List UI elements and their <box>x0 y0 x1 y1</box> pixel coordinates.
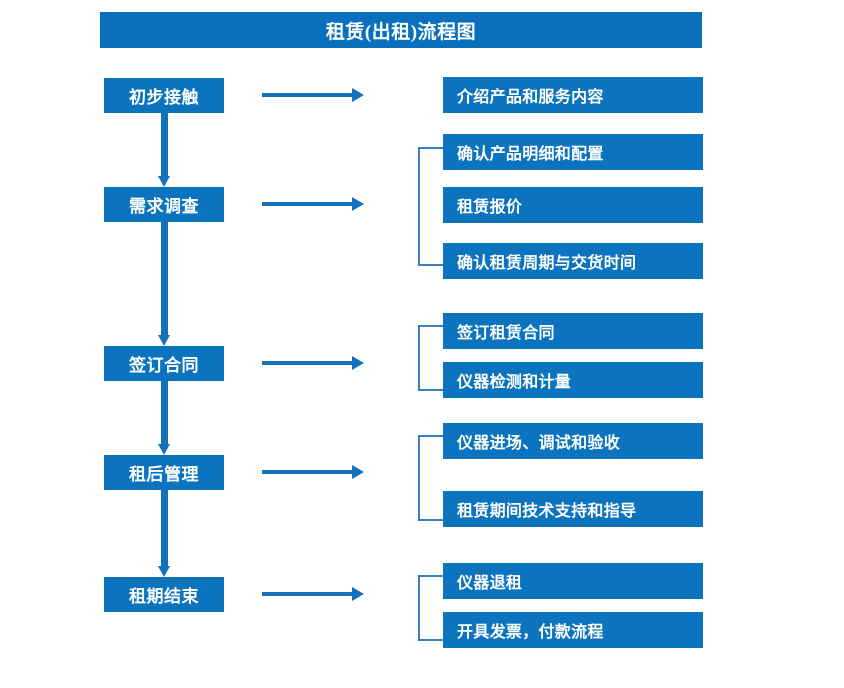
detail-box-instrument-return[interactable]: 仪器退租 <box>443 563 703 599</box>
detail-box-sign-rental-contract[interactable]: 签订租赁合同 <box>443 313 703 349</box>
stage-box-post-rental-management[interactable]: 租后管理 <box>104 455 224 490</box>
arrow-head <box>158 176 170 187</box>
stage-box-initial-contact[interactable]: 初步接触 <box>104 78 224 113</box>
arrow-down-stage-4-to-5 <box>158 490 170 577</box>
arrow-head <box>352 587 364 601</box>
arrow-head <box>352 356 364 370</box>
detail-box-confirm-product-spec[interactable]: 确认产品明细和配置 <box>443 134 703 170</box>
detail-box-instrument-entry-commissioning[interactable]: 仪器进场、调试和验收 <box>443 423 703 459</box>
arrow-down-stage-1-to-2 <box>158 113 170 187</box>
arrow-shaft <box>262 592 354 596</box>
group-bracket-stage-5 <box>418 575 443 641</box>
arrow-shaft <box>262 202 354 206</box>
group-bracket-stage-3 <box>418 325 443 391</box>
arrow-shaft <box>262 470 354 474</box>
detail-box-invoice-payment[interactable]: 开具发票，付款流程 <box>443 612 703 648</box>
arrow-shaft <box>262 93 354 97</box>
group-bracket-stage-4 <box>418 435 443 521</box>
stage-box-lease-end[interactable]: 租期结束 <box>104 577 224 612</box>
stage-box-sign-contract[interactable]: 签订合同 <box>104 346 224 381</box>
arrow-shaft <box>161 381 168 444</box>
page-title: 租赁(出租)流程图 <box>100 12 702 48</box>
detail-box-technical-support[interactable]: 租赁期间技术支持和指导 <box>443 491 703 527</box>
detail-box-confirm-period-delivery[interactable]: 确认租赁周期与交货时间 <box>443 243 703 279</box>
arrow-shaft <box>262 361 354 365</box>
arrow-shaft <box>161 490 168 566</box>
arrow-shaft <box>161 113 168 176</box>
arrow-shaft <box>161 222 168 335</box>
detail-box-rental-quotation[interactable]: 租赁报价 <box>443 187 703 223</box>
arrow-head <box>158 444 170 455</box>
arrow-head <box>158 566 170 577</box>
arrow-head <box>158 335 170 346</box>
arrow-down-stage-2-to-3 <box>158 222 170 346</box>
arrow-head <box>352 465 364 479</box>
detail-box-intro-products[interactable]: 介绍产品和服务内容 <box>443 77 703 113</box>
arrow-head <box>352 88 364 102</box>
stage-box-demand-survey[interactable]: 需求调查 <box>104 187 224 222</box>
detail-box-instrument-inspection[interactable]: 仪器检测和计量 <box>443 362 703 398</box>
group-bracket-stage-2 <box>418 147 443 266</box>
arrow-head <box>352 197 364 211</box>
arrow-down-stage-3-to-4 <box>158 381 170 455</box>
